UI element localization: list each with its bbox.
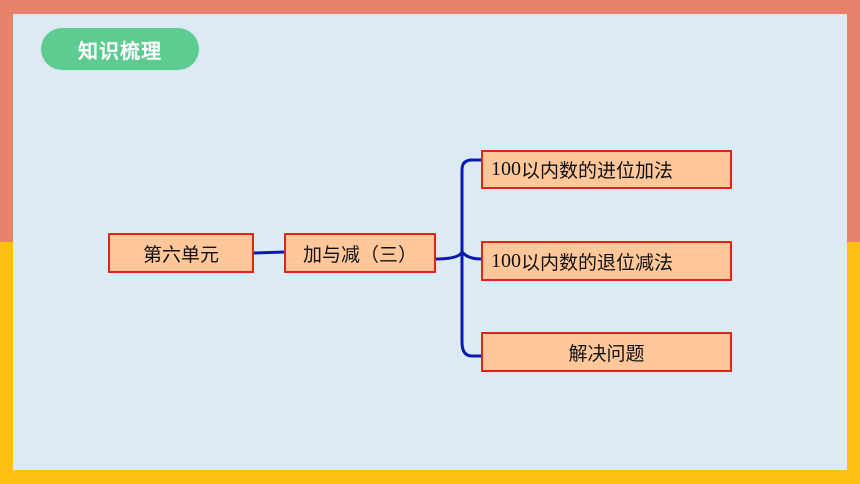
connector-root-to-unit: [252, 250, 286, 255]
branch-1-number: 100: [491, 158, 521, 180]
branch-2-number: 100: [491, 249, 521, 272]
section-title-badge: 知识梳理: [41, 28, 199, 70]
bracket-connector: [434, 158, 482, 358]
mindmap-node-root: 第六单元: [108, 233, 254, 273]
branch-3-label: 解决问题: [568, 342, 645, 365]
unit-label: 加与减（三）: [302, 243, 417, 266]
root-label: 第六单元: [142, 243, 219, 266]
branch-2-label: 以内数的退位减法: [521, 251, 674, 274]
branch-1-label: 以内数的进位加法: [521, 160, 674, 182]
mindmap-node-unit: 加与减（三）: [284, 233, 436, 273]
mindmap-node-branch-3: 解决问题: [481, 332, 732, 372]
